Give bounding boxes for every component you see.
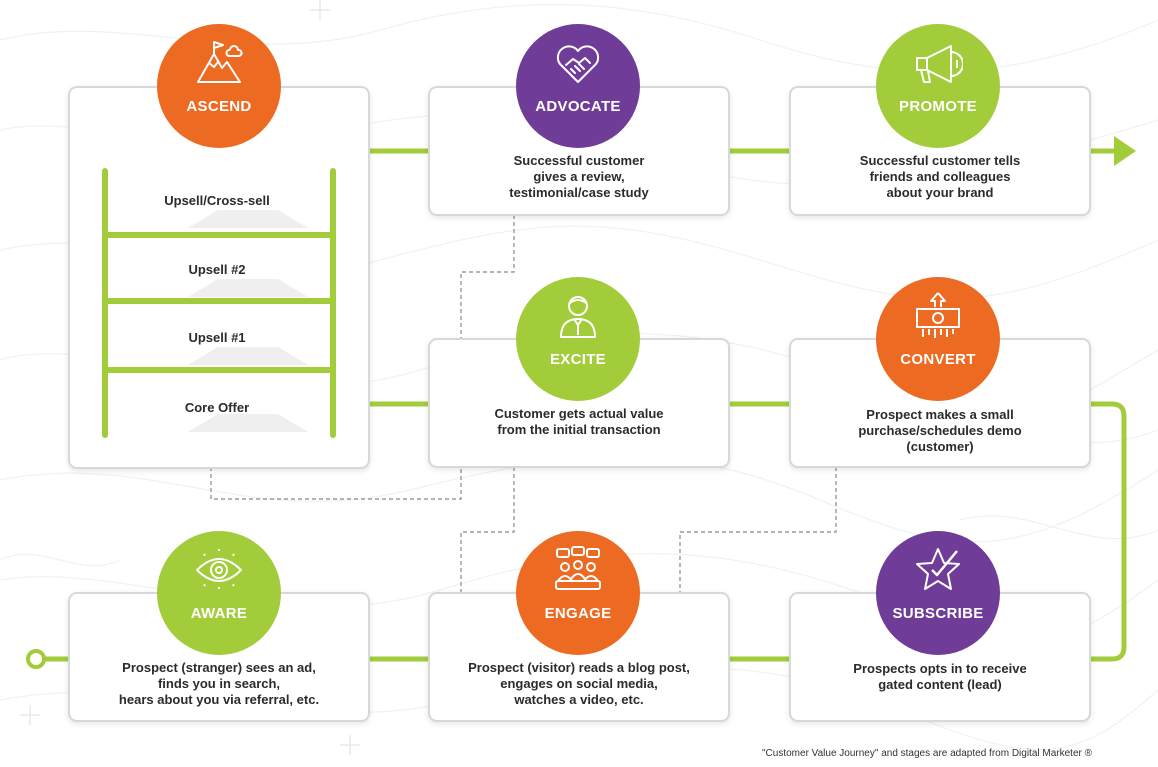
rung-shadow <box>188 279 308 297</box>
ladder-rung <box>105 298 333 304</box>
ladder-rung <box>105 232 333 238</box>
promote-card: Successful customer tells friends and co… <box>789 86 1091 216</box>
rung-shadow <box>188 414 308 432</box>
rung-shadow <box>188 210 308 228</box>
megaphone-icon <box>916 45 963 83</box>
advocate-description: Successful customer gives a review, test… <box>509 153 649 200</box>
footnote: "Customer Value Journey" and stages are … <box>762 748 1092 759</box>
ladder-step-upsell-cross-sell: Upsell/Cross-sell <box>164 193 270 208</box>
rung-shadow <box>188 347 308 365</box>
ladder-step-upsell-2: Upsell #2 <box>188 262 246 277</box>
ladder-step-core-offer: Core Offer <box>184 400 250 415</box>
aware-description: Prospect (stranger) sees an ad, finds yo… <box>118 660 320 707</box>
mountain-flag-icon <box>197 41 243 83</box>
audience-chat-icon <box>555 546 601 590</box>
aware-label: AWARE <box>190 605 248 622</box>
advocate-label: ADVOCATE <box>535 98 621 115</box>
ascend-badge: ASCEND <box>157 24 281 148</box>
promote-label: PROMOTE <box>899 98 977 115</box>
person-icon <box>560 296 596 338</box>
money-arrow-icon <box>916 292 960 338</box>
handshake-heart-icon <box>556 45 600 83</box>
aware-badge: AWARE <box>157 531 281 655</box>
convert-description: Prospect makes a small purchase/schedule… <box>858 407 1022 454</box>
subscribe-label: SUBSCRIBE <box>892 605 984 622</box>
ascend-label: ASCEND <box>186 98 252 115</box>
star-check-icon <box>916 548 960 590</box>
engage-label: ENGAGE <box>544 605 612 622</box>
promote-badge: PROMOTE <box>876 24 1000 148</box>
subscribe-card: Prospects opts in to receive gated conte… <box>789 592 1091 722</box>
subscribe-badge: SUBSCRIBE <box>876 531 1000 655</box>
excite-label: EXCITE <box>550 351 606 368</box>
excite-description: Customer gets actual value from the init… <box>494 406 664 437</box>
convert-badge: CONVERT <box>876 277 1000 401</box>
ascend-ladder: Upsell/Cross-sell Upsell #2 Upsell #1 Co… <box>68 86 370 469</box>
engage-description: Prospect (visitor) reads a blog post, en… <box>468 660 690 707</box>
convert-label: CONVERT <box>900 351 976 368</box>
ladder-rung <box>105 367 333 373</box>
advocate-badge: ADVOCATE <box>516 24 640 148</box>
subscribe-description: Prospects opts in to receive gated conte… <box>853 661 1027 692</box>
ladder-rail-right <box>330 168 336 438</box>
promote-description: Successful customer tells friends and co… <box>859 153 1021 200</box>
ascend-card <box>68 86 370 469</box>
excite-badge: EXCITE <box>516 277 640 401</box>
eye-icon <box>196 549 242 591</box>
engage-badge: ENGAGE <box>516 531 640 655</box>
ladder-step-upsell-1: Upsell #1 <box>188 330 246 345</box>
